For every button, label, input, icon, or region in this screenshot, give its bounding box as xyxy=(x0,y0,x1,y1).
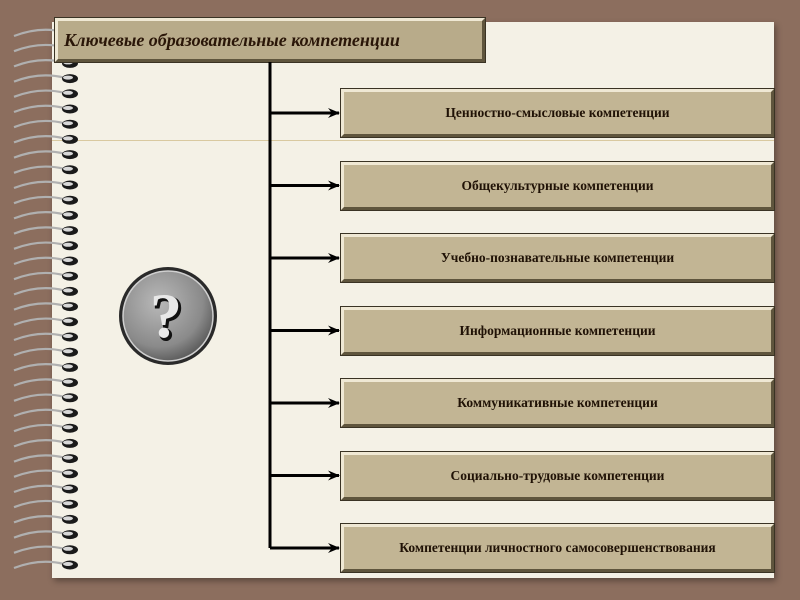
competence-label: Общекультурные компетенции xyxy=(461,177,654,193)
competence-label: Учебно-познавательные компетенции xyxy=(440,250,675,265)
competence-box: Учебно-познавательные компетенции xyxy=(340,233,775,283)
divider-line xyxy=(52,140,774,141)
competence-box: Ценностно-смысловые компетенции xyxy=(340,88,775,138)
question-mark-icon: ? ? xyxy=(119,267,217,365)
title-box: Ключевые образовательные компетенции xyxy=(54,17,486,63)
competence-box: Коммуникативные компетенции xyxy=(340,378,775,428)
competence-label: Информационные компетенции xyxy=(459,322,656,338)
competence-box: Социально-трудовые компетенции xyxy=(340,450,775,501)
competence-label: Социально-трудовые компетенции xyxy=(450,467,665,483)
competence-box: Информационные компетенции xyxy=(340,305,775,356)
svg-text:?: ? xyxy=(150,280,182,351)
diagram-title: Ключевые образовательные компетенции xyxy=(64,29,400,50)
competence-label: Компетенции личностного самосовершенство… xyxy=(399,540,716,555)
competence-label: Ценностно-смысловые компетенции xyxy=(445,105,670,120)
competence-label: Коммуникативные компетенции xyxy=(457,395,658,410)
competence-box: Общекультурные компетенции xyxy=(340,160,775,211)
competence-box: Компетенции личностного самосовершенство… xyxy=(340,523,775,573)
spiral-binding-icon xyxy=(13,28,78,570)
svg-text:?: ? xyxy=(152,282,184,353)
